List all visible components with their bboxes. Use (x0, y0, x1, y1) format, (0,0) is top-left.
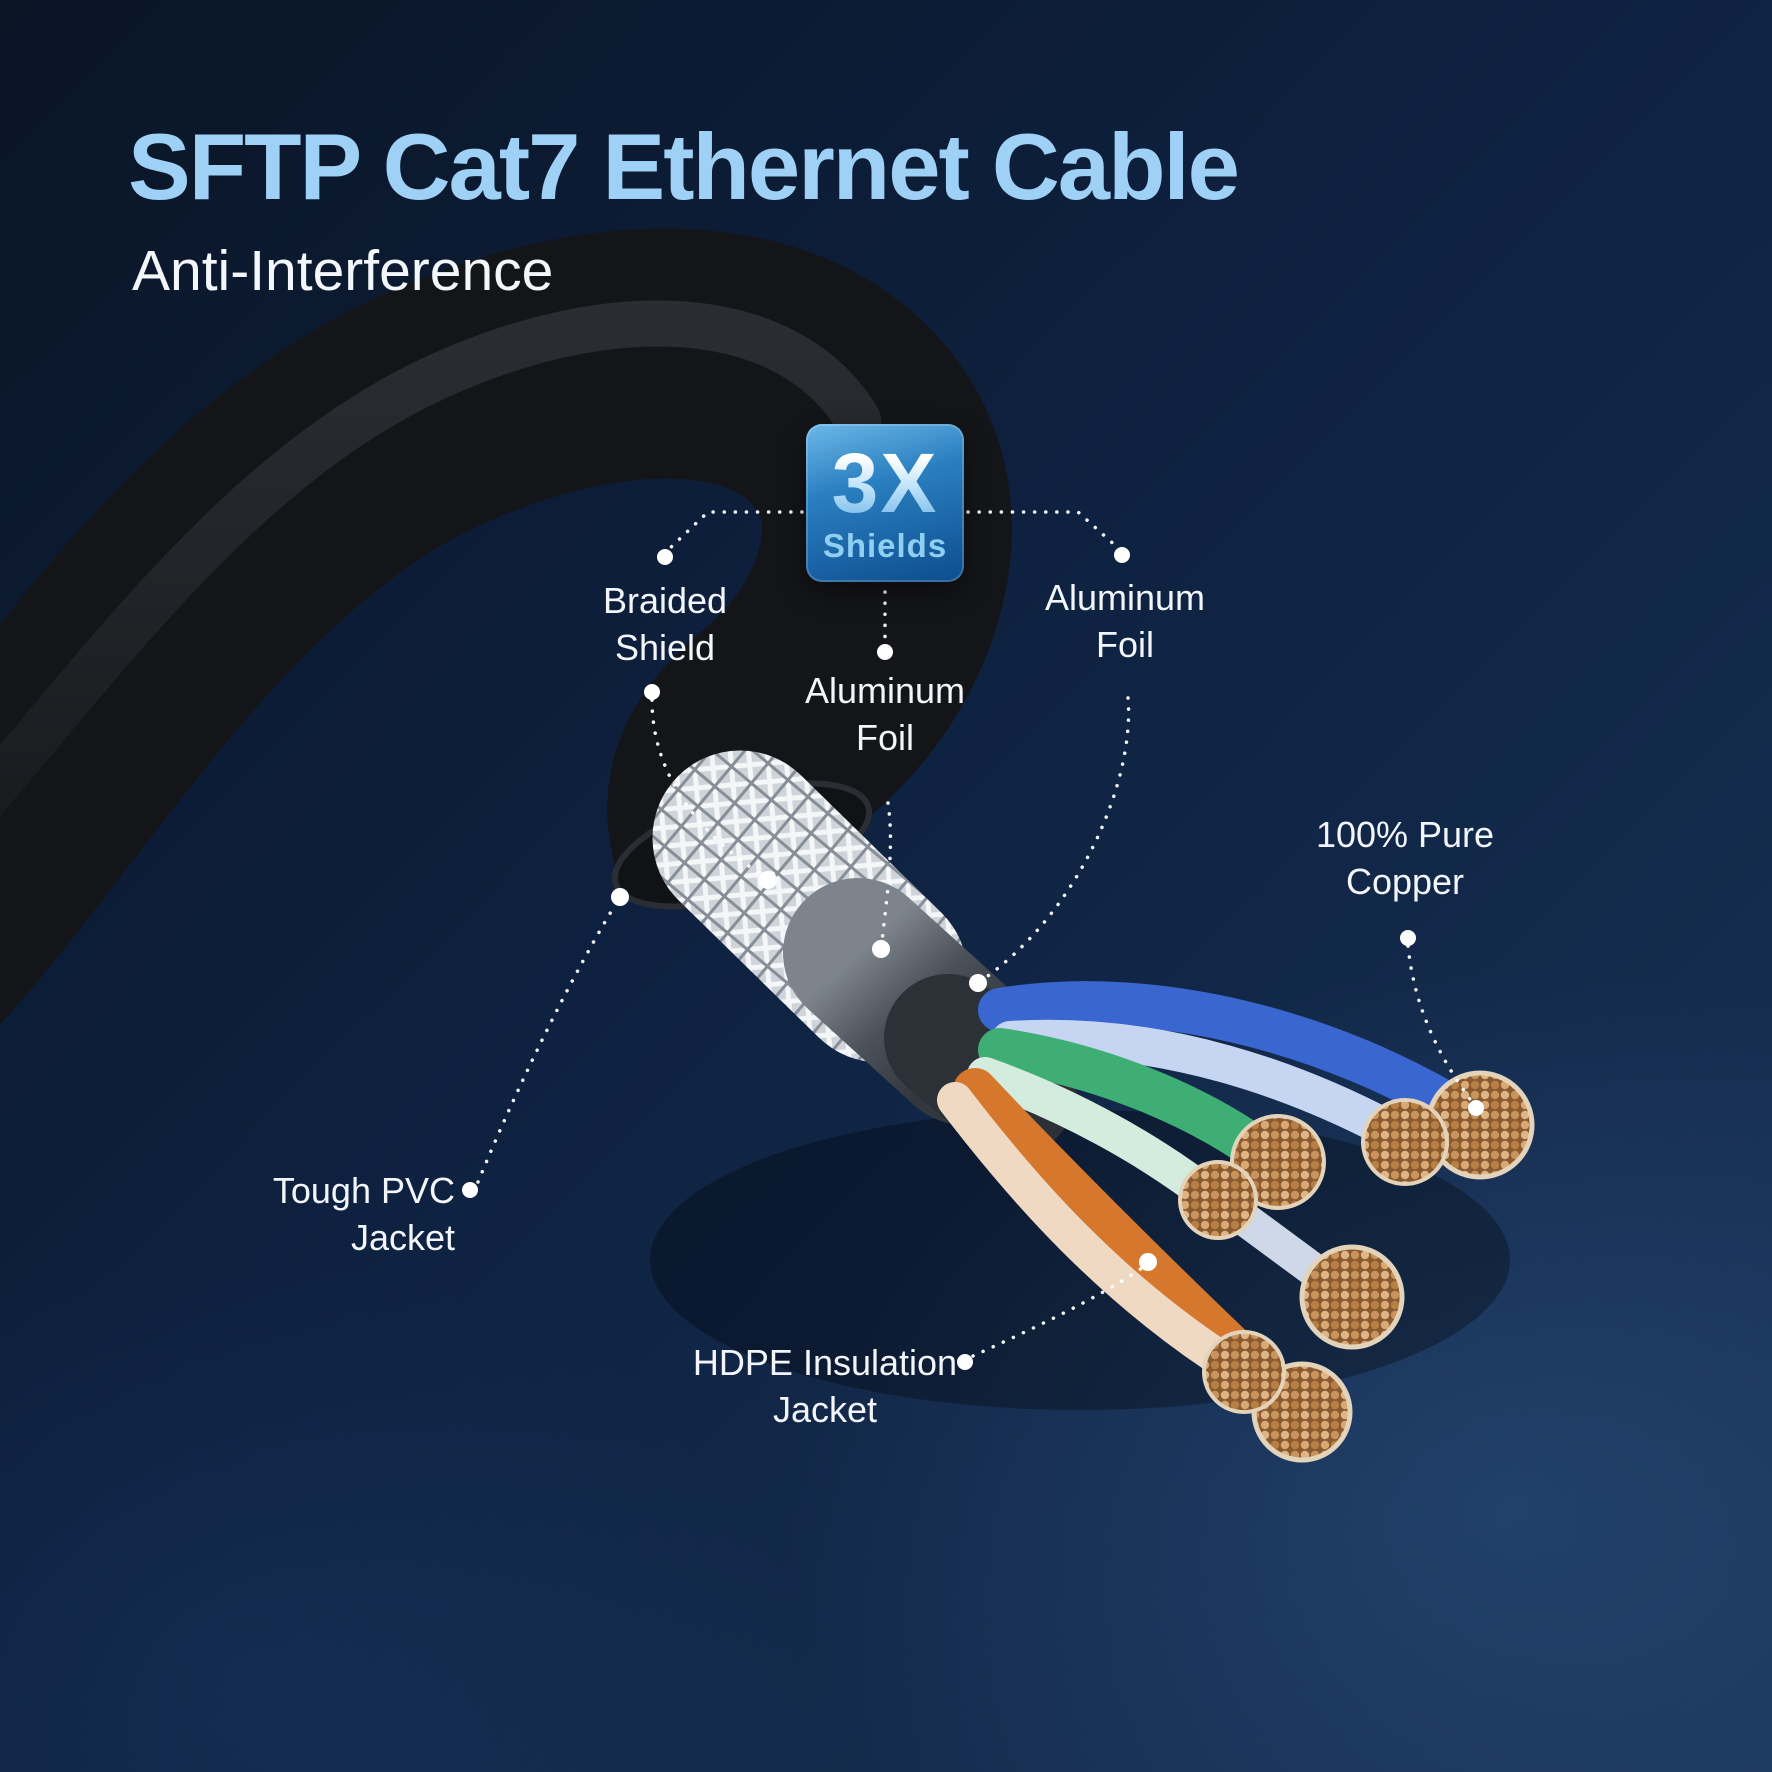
callout-aluminum-foil-right: Aluminum Foil (1044, 577, 1206, 665)
cable-jacket (0, 228, 1012, 1025)
leader-braided-to-cable (650, 698, 764, 877)
leader-alufoil-center-to-cable (880, 801, 893, 944)
wire-green (978, 1028, 1294, 1182)
page-title: SFTP Cat7 Ethernet Cable (128, 114, 1240, 219)
leader-hdpe-to-cable (971, 1266, 1144, 1358)
wire-green-white (967, 1057, 1230, 1216)
copper-tips (1178, 1070, 1535, 1463)
wire-white-stub (1218, 1195, 1347, 1299)
wire-blue (978, 981, 1492, 1140)
cable-cut-face (611, 780, 873, 910)
leader-pvc-to-cable (476, 903, 617, 1184)
wire-blue-white (991, 1019, 1427, 1159)
leader-badge-to-alufoil-right (966, 510, 1120, 550)
leader-alufoil-right-to-cable (983, 696, 1131, 980)
inner-foil-sleeve (884, 974, 1076, 1156)
callout-pure-copper: 100% Pure Copper (1315, 814, 1495, 902)
callout-braided-shield: Braided Shield (602, 580, 728, 668)
aluminum-foil-segment (783, 878, 1040, 1125)
leader-badge-to-braided (666, 510, 804, 552)
shields-badge: 3X Shields (806, 424, 964, 582)
page-subtitle: Anti-Interference (132, 239, 554, 303)
shields-badge-label: Shields (822, 527, 948, 564)
leader-copper-to-cable (1406, 944, 1474, 1104)
braided-shield-segment (652, 750, 968, 1063)
wire-orange (953, 1068, 1320, 1432)
callout-pvc-jacket: Tough PVC Jacket (272, 1170, 455, 1258)
shields-badge-value: 3X (831, 436, 939, 530)
callout-hdpe-insulation: HDPE Insulation Jacket (692, 1342, 958, 1430)
wire-orange-white (937, 1082, 1256, 1388)
callout-aluminum-foil-center: Aluminum Foil (804, 670, 966, 758)
